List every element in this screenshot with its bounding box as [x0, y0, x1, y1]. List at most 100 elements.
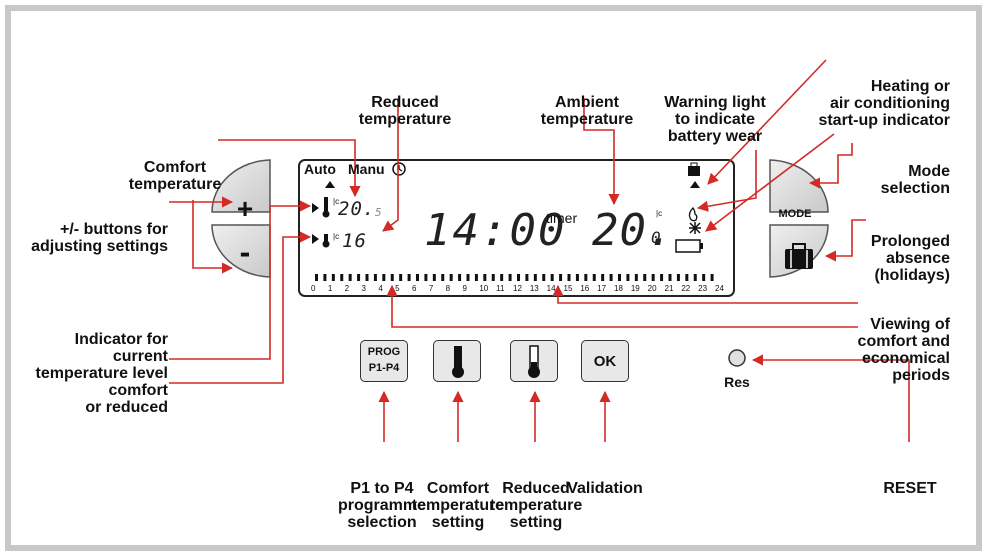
hour-tick-label: 10 [479, 284, 489, 293]
suitcase-icon [785, 243, 813, 269]
hour-tick-label: 6 [412, 284, 417, 293]
outer-frame [5, 5, 982, 551]
program-segment [542, 274, 546, 281]
program-segment [676, 274, 680, 281]
comfort-temp-button[interactable] [433, 340, 481, 382]
program-segment [651, 274, 655, 281]
hour-tick-label: 24 [715, 284, 724, 293]
hour-tick-label: 20 [647, 284, 657, 293]
hour-tick-label: 17 [597, 284, 607, 293]
label-validation: Validation [567, 480, 643, 497]
program-segment [357, 274, 361, 281]
program-segment [441, 274, 445, 281]
reset-button[interactable] [728, 349, 746, 367]
program-segment [466, 274, 470, 281]
arrow-battery [696, 150, 757, 212]
hour-tick-label: 11 [496, 284, 505, 293]
arrow-mode [808, 143, 853, 189]
label-reset: RESET [883, 480, 937, 497]
program-segment [592, 274, 596, 281]
program-segment [365, 274, 369, 281]
lcd-reduced-unit: |c [333, 232, 340, 241]
program-segment [575, 274, 579, 281]
hour-tick-label: 18 [614, 284, 623, 293]
arrow-minus [192, 202, 234, 274]
cooling-icon [689, 222, 701, 234]
program-segment [643, 274, 647, 281]
lcd-screen [298, 159, 735, 297]
ok-button[interactable] [581, 340, 629, 382]
prog-button-label-2: P1-P4 [368, 362, 400, 374]
program-bar [315, 274, 714, 281]
comfort-level-indicator [312, 203, 319, 213]
program-segment [508, 274, 512, 281]
program-segment [702, 274, 706, 281]
minus-button[interactable] [211, 224, 271, 278]
hour-tick-label: 9 [462, 284, 467, 293]
lcd-auto: Auto [304, 161, 336, 177]
program-segment [626, 274, 630, 281]
program-segment [390, 274, 394, 281]
program-segment [416, 274, 419, 281]
lcd-comfort-temp-decimal: 5 [375, 206, 383, 219]
program-segment [710, 274, 714, 281]
hour-tick-label: 21 [664, 284, 674, 293]
program-segment [449, 274, 453, 281]
program-segment [323, 274, 327, 281]
hour-tick-label: 7 [428, 284, 434, 293]
program-segment [693, 274, 697, 281]
hour-tick-label: 0 [311, 284, 316, 293]
battery-icon [675, 239, 703, 253]
program-segment [500, 274, 504, 281]
lcd-manu: Manu [348, 161, 385, 177]
program-segment [331, 274, 335, 281]
prog-button[interactable] [360, 340, 408, 382]
mode-button[interactable] [769, 159, 829, 213]
program-segment [559, 274, 563, 281]
reduced-temp-button[interactable] [510, 340, 558, 382]
program-segment [348, 274, 352, 281]
arrow-viewing [552, 284, 858, 304]
arrow-heating [707, 59, 827, 185]
lcd-timer: timer [546, 210, 578, 226]
program-segment [660, 274, 664, 281]
program-segment [634, 274, 638, 281]
hour-tick-label: 23 [698, 284, 708, 293]
arrow-ambient-temp [583, 98, 620, 206]
hour-tick-label: 4 [378, 284, 383, 293]
program-segment [491, 274, 495, 281]
lcd-ambient-temp-decimal: 0 [651, 228, 662, 247]
arrow-comfort-temp [218, 139, 361, 198]
hour-tick-label: 15 [563, 284, 573, 293]
program-segment [601, 274, 605, 281]
hour-tick-label: 5 [395, 284, 400, 293]
program-segment [340, 274, 344, 281]
program-segment [533, 274, 537, 281]
minus-label: - [239, 234, 251, 270]
hour-tick-label: 14 [546, 284, 556, 293]
hour-tick-label: 19 [630, 284, 640, 293]
prog-button-label-1: PROG [367, 346, 401, 358]
arrow-viewing-2 [386, 284, 858, 328]
clock-icon [392, 162, 406, 176]
program-segment [474, 274, 478, 281]
lcd-comfort-temp: 20. [338, 198, 376, 220]
ok-button-label: OK [593, 353, 617, 370]
mode-label: MODE [778, 208, 812, 220]
hour-tick-label: 16 [580, 284, 590, 293]
program-segment [618, 274, 621, 281]
program-segment [424, 274, 428, 281]
hour-tick-label: 22 [681, 284, 691, 293]
program-segment [407, 274, 411, 281]
hour-tick-label: 2 [344, 284, 350, 293]
program-segment [567, 274, 571, 281]
lcd-comfort-unit: |c [333, 197, 340, 206]
program-segment [550, 274, 554, 281]
heating-icon [688, 206, 698, 222]
